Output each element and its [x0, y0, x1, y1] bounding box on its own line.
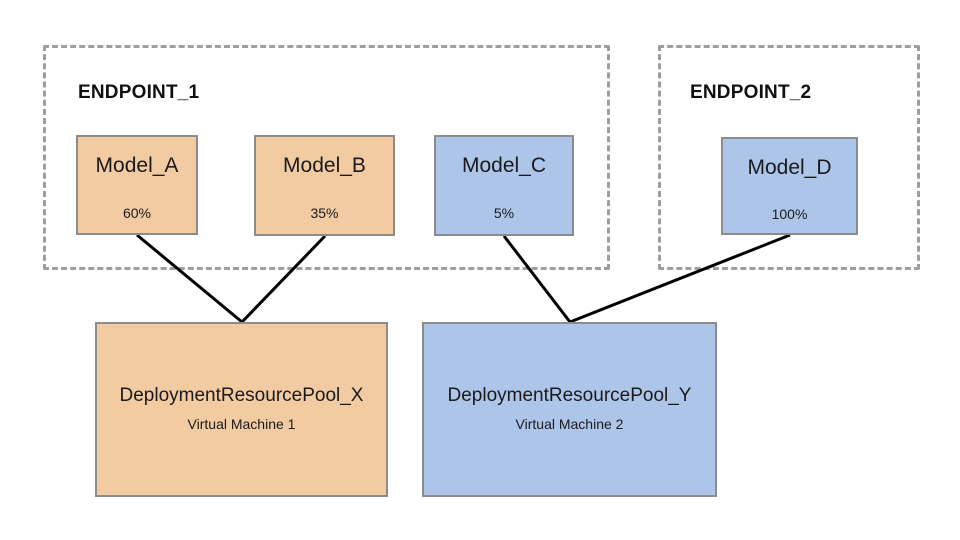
- model-b-traffic-percent: 35%: [310, 205, 339, 221]
- endpoint-group-1: [43, 45, 610, 270]
- model-box-d[interactable]: Model_D 100%: [721, 137, 858, 235]
- model-c-name: Model_C: [461, 154, 547, 177]
- resource-pool-y-name: DeploymentResourcePool_Y: [447, 385, 692, 407]
- resource-pool-x-subtitle: Virtual Machine 1: [187, 416, 296, 433]
- model-a-name: Model_A: [95, 154, 179, 177]
- model-b-name: Model_B: [283, 154, 366, 177]
- model-c-traffic-percent: 5%: [493, 205, 515, 221]
- endpoint-1-label: ENDPOINT_1: [78, 82, 200, 103]
- resource-pool-box-y[interactable]: DeploymentResourcePool_Y Virtual Machine…: [422, 322, 717, 497]
- resource-pool-x-name: DeploymentResourcePool_X: [119, 385, 364, 407]
- model-box-a[interactable]: Model_A 60%: [76, 135, 198, 235]
- model-a-traffic-percent: 60%: [122, 205, 152, 221]
- model-box-b[interactable]: Model_B 35%: [254, 135, 395, 236]
- model-box-c[interactable]: Model_C 5%: [434, 135, 574, 236]
- endpoint-2-label: ENDPOINT_2: [690, 82, 812, 103]
- resource-pool-box-x[interactable]: DeploymentResourcePool_X Virtual Machine…: [95, 322, 388, 497]
- model-d-traffic-percent: 100%: [771, 206, 808, 222]
- model-d-name: Model_D: [747, 156, 832, 179]
- resource-pool-y-subtitle: Virtual Machine 2: [515, 416, 624, 433]
